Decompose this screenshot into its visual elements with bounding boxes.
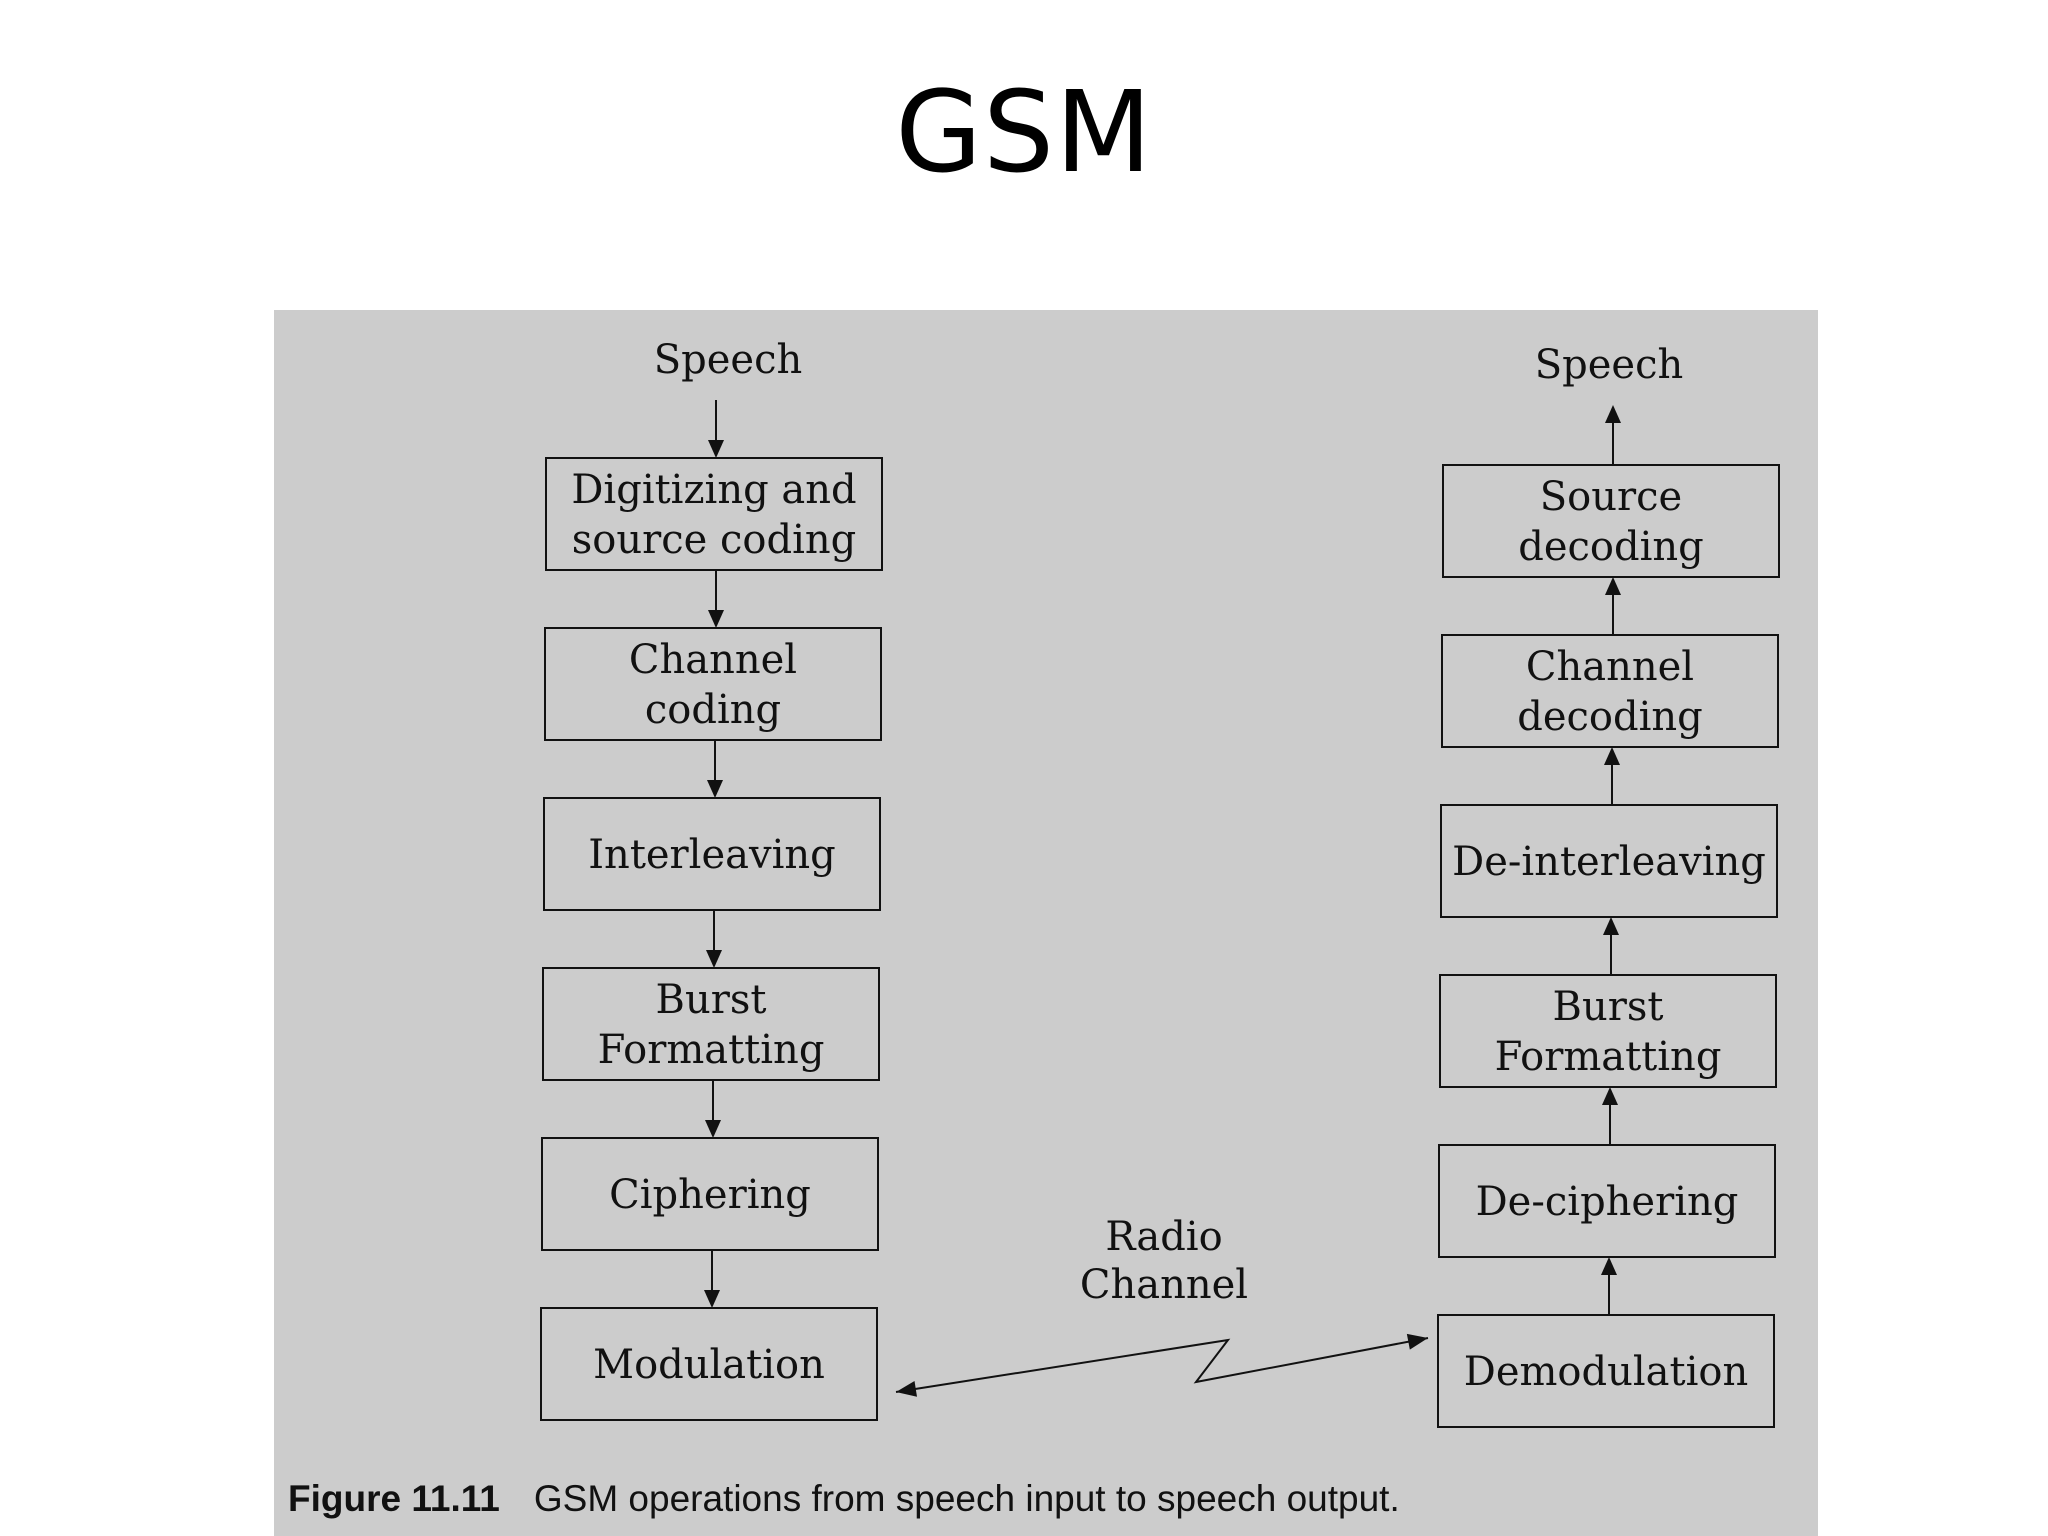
tx-box-interleaving: Interleaving bbox=[543, 797, 881, 911]
tx-box-channel-coding-frame bbox=[544, 627, 882, 741]
tx-box-digitizing-label: Digitizing and bbox=[571, 467, 856, 513]
rx-arrow-1 bbox=[1604, 747, 1620, 805]
rx-box-de-ciphering-frame bbox=[1438, 1144, 1776, 1258]
tx-box-digitizing-frame bbox=[545, 457, 883, 571]
tx-arrow-2 bbox=[706, 910, 722, 968]
tx-box-channel-coding-label: Channel bbox=[629, 637, 797, 683]
tx-box-digitizing-label: source coding bbox=[572, 517, 857, 563]
arrow-head bbox=[1604, 747, 1620, 765]
rx-box-demodulation-label: Demodulation bbox=[1464, 1349, 1748, 1395]
tx-arrow-3 bbox=[705, 1080, 721, 1138]
speech-input-arrow bbox=[708, 400, 724, 458]
rx-box-source-decoding-label: Source bbox=[1540, 474, 1682, 520]
tx-box-burst-formatting-tx-label: Burst bbox=[656, 977, 767, 1023]
rx-box-channel-decoding-label: Channel bbox=[1526, 644, 1694, 690]
caption-text: GSM operations from speech input to spee… bbox=[533, 1478, 1400, 1519]
tx-box-channel-coding-label: coding bbox=[645, 687, 781, 733]
rx-box-de-interleaving-frame bbox=[1440, 804, 1778, 918]
rx-box-de-ciphering-label: De-ciphering bbox=[1476, 1179, 1739, 1225]
rx-arrow-2 bbox=[1603, 917, 1619, 975]
rx-arrow-3 bbox=[1602, 1087, 1618, 1145]
tx-arrow-0 bbox=[708, 570, 724, 628]
tx-box-interleaving-frame bbox=[543, 797, 881, 911]
arrow-head bbox=[708, 440, 724, 458]
radio-channel-label: Channel bbox=[1080, 1262, 1248, 1308]
rx-box-channel-decoding-frame bbox=[1441, 634, 1779, 748]
tx-box-ciphering-label: Ciphering bbox=[609, 1172, 811, 1218]
tx-box-modulation-frame bbox=[540, 1307, 878, 1421]
figure-caption: Figure 11.11 GSM operations from speech i… bbox=[288, 1474, 1808, 1524]
arrow-head bbox=[704, 1290, 720, 1308]
rx-arrow-0 bbox=[1605, 577, 1621, 635]
tx-box-burst-formatting-tx-label: Formatting bbox=[598, 1027, 825, 1073]
arrow-head bbox=[705, 1120, 721, 1138]
rx-box-source-decoding-frame bbox=[1442, 464, 1780, 578]
rx-box-demodulation: Demodulation bbox=[1437, 1314, 1775, 1428]
tx-box-modulation: Modulation bbox=[540, 1307, 878, 1421]
tx-box-ciphering: Ciphering bbox=[541, 1137, 879, 1251]
rx-box-burst-formatting-rx-label: Formatting bbox=[1495, 1034, 1722, 1080]
tx-arrow-4 bbox=[704, 1250, 720, 1308]
radio-channel-link bbox=[895, 1333, 1429, 1397]
rx-box-demodulation-frame bbox=[1437, 1314, 1775, 1428]
rx-box-de-interleaving: De-interleaving bbox=[1440, 804, 1778, 918]
arrow-head bbox=[1602, 1087, 1618, 1105]
radio-channel-label: Radio bbox=[1105, 1214, 1222, 1260]
rx-box-channel-decoding-label: decoding bbox=[1517, 694, 1703, 740]
radio-arrow-head-right bbox=[1406, 1333, 1428, 1350]
tx-box-interleaving-label: Interleaving bbox=[588, 832, 836, 878]
arrow-head bbox=[708, 610, 724, 628]
tx-box-burst-formatting-tx-frame bbox=[542, 967, 880, 1081]
figure-panel bbox=[274, 310, 1818, 1536]
rx-box-de-ciphering: De-ciphering bbox=[1438, 1144, 1776, 1258]
speech-output-label: Speech bbox=[1535, 342, 1684, 388]
arrow-head bbox=[1605, 577, 1621, 595]
rx-box-source-decoding-label: decoding bbox=[1518, 524, 1704, 570]
arrow-head bbox=[1603, 917, 1619, 935]
slide-title: GSM bbox=[895, 68, 1153, 198]
speech-output-arrow bbox=[1605, 405, 1621, 465]
arrow-head bbox=[706, 950, 722, 968]
tx-box-ciphering-frame bbox=[541, 1137, 879, 1251]
radio-arrow-head-left bbox=[896, 1381, 917, 1397]
arrow-head bbox=[707, 780, 723, 798]
tx-box-modulation-label: Modulation bbox=[593, 1342, 825, 1388]
speech-input-label: Speech bbox=[654, 337, 803, 383]
tx-arrow-1 bbox=[707, 740, 723, 798]
arrow-head bbox=[1605, 405, 1621, 423]
figure-number: Figure 11.11 bbox=[288, 1478, 500, 1519]
rx-box-burst-formatting-rx-frame bbox=[1439, 974, 1777, 1088]
rx-box-burst-formatting-rx-label: Burst bbox=[1553, 984, 1664, 1030]
arrow-head bbox=[1601, 1257, 1617, 1275]
rx-box-de-interleaving-label: De-interleaving bbox=[1452, 839, 1766, 885]
rx-arrow-4 bbox=[1601, 1257, 1617, 1315]
